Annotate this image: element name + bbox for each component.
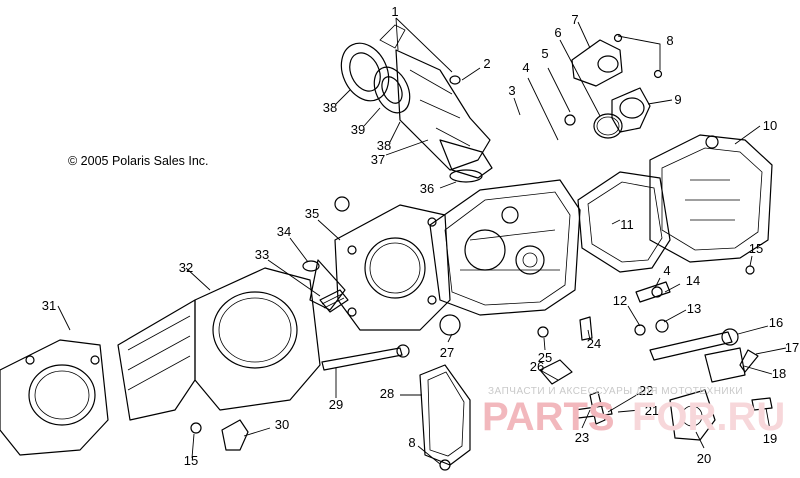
callout-15-lower: 15	[184, 453, 198, 468]
cylinder	[117, 259, 346, 421]
cylinder-base-gasket	[0, 339, 109, 456]
leader-lines	[57, 17, 787, 465]
head-gasket	[334, 196, 451, 331]
callout-25: 25	[538, 350, 552, 365]
callout-23: 23	[575, 430, 589, 445]
callout-28: 28	[380, 386, 394, 401]
callout-21: 21	[645, 403, 659, 418]
callout-3: 3	[508, 83, 515, 98]
valve-cover	[649, 134, 773, 263]
parts-drawing	[0, 24, 773, 471]
callout-34: 34	[277, 224, 291, 239]
callout-4-lower: 4	[663, 263, 670, 278]
callout-10: 10	[763, 118, 777, 133]
callout-2: 2	[483, 56, 490, 71]
callout-31: 31	[42, 298, 56, 313]
callout-12: 12	[613, 293, 627, 308]
callout-4: 4	[522, 60, 529, 75]
callout-16: 16	[769, 315, 783, 330]
callout-38-top: 38	[323, 100, 337, 115]
lower-components	[419, 316, 746, 466]
callout-32: 32	[179, 260, 193, 275]
callout-36: 36	[420, 181, 434, 196]
valve-cover-gasket	[577, 171, 671, 273]
callout-1: 1	[391, 4, 398, 19]
callout-22: 22	[639, 383, 653, 398]
callout-26: 26	[530, 359, 544, 374]
callout-11: 11	[620, 217, 634, 232]
callout-20: 20	[697, 451, 711, 466]
copyright-text: © 2005 Polaris Sales Inc.	[68, 154, 209, 168]
callout-17: 17	[785, 340, 799, 355]
cylinder-head	[429, 179, 581, 336]
watermark-logo-right: FOR.RU	[632, 395, 785, 439]
callout-15-right: 15	[749, 241, 763, 256]
intake-assembly	[340, 24, 493, 183]
callout-24: 24	[587, 336, 601, 351]
watermark: ЗАПЧАСТИ И АКСЕССУАРЫ ДЛЯ МОТОТЕХНИКИ PA…	[482, 386, 785, 439]
callout-8-lower: 8	[408, 435, 415, 450]
callout-29: 29	[329, 397, 343, 412]
callout-18: 18	[772, 366, 786, 381]
callout-27: 27	[440, 345, 454, 360]
callout-35: 35	[305, 206, 319, 221]
callout-33: 33	[255, 247, 269, 262]
callout-19: 19	[763, 431, 777, 446]
fasteners	[190, 260, 773, 471]
callout-30: 30	[275, 417, 289, 432]
callout-9: 9	[674, 92, 681, 107]
callouts: 1 2 3 4 5 6 7 8 9 10 11 4 14 15 13 12 16…	[42, 4, 799, 468]
callout-37: 37	[371, 152, 385, 167]
callout-8: 8	[666, 33, 673, 48]
callout-7: 7	[571, 12, 578, 27]
callout-14: 14	[686, 273, 700, 288]
callout-13: 13	[687, 301, 701, 316]
watermark-logo-left: PARTS	[482, 395, 615, 439]
callout-39: 39	[351, 122, 365, 137]
watermark-subtitle: ЗАПЧАСТИ И АКСЕССУАРЫ ДЛЯ МОТОТЕХНИКИ	[488, 386, 743, 397]
callout-6: 6	[554, 25, 561, 40]
thermostat-assembly	[564, 33, 663, 139]
callout-5: 5	[541, 46, 548, 61]
callout-38-lower: 38	[377, 138, 391, 153]
